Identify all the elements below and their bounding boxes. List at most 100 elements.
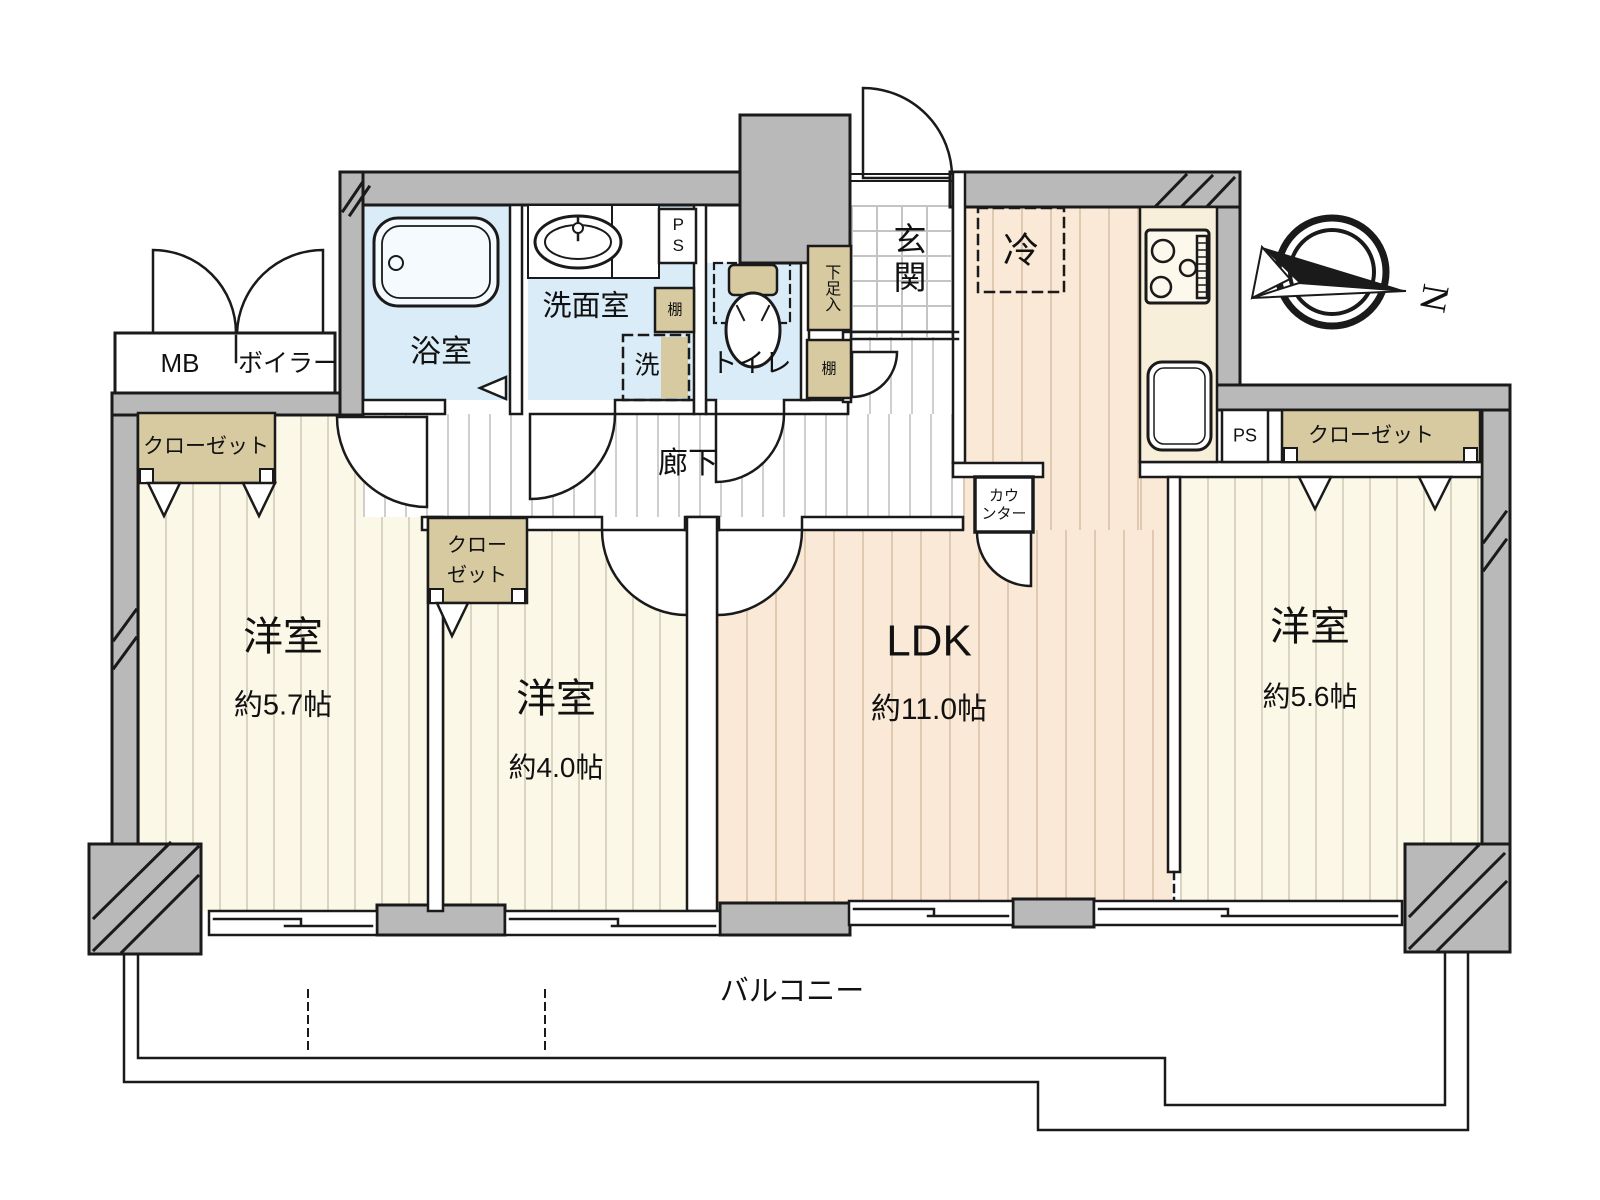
bathtub-inner — [381, 225, 491, 299]
ldk-floor-sliver — [1140, 477, 1168, 530]
window-east56 — [1092, 899, 1404, 927]
meter-box-door-right — [235, 248, 325, 335]
room-west57-area: 約5.7帖 — [233, 689, 333, 722]
room-west57-name: 洋室 — [243, 615, 323, 659]
fridge-label: 冷 — [1002, 229, 1040, 271]
wall-top-center-block — [738, 113, 852, 265]
wall-room40-ldk-divider — [685, 515, 719, 913]
kitchen-sink — [1146, 360, 1213, 452]
washroom-label: 洗面室 — [542, 290, 630, 323]
closet-jamb — [511, 588, 526, 604]
balcony-label: バルコニー — [719, 975, 865, 1008]
wall-ldk-east56-partition — [1166, 475, 1182, 874]
washer-tan-part — [661, 337, 688, 398]
stove-grill-lines — [1196, 242, 1208, 293]
kitchen-sink-inner — [1153, 367, 1206, 445]
closet-west57-label: クローゼット — [143, 434, 269, 458]
room-east56-floor — [1180, 477, 1482, 901]
closet-jamb — [259, 468, 274, 484]
washer-label: 洗 — [634, 351, 660, 380]
wall-bottom-chunk-3 — [1011, 897, 1096, 929]
closet-west40 — [426, 516, 529, 605]
wall-top-right-band — [948, 170, 1242, 209]
wall-toilet-bottom-left — [704, 398, 718, 416]
ps-east-label: PS — [1232, 425, 1258, 446]
room-east56-area: 約5.6帖 — [1262, 680, 1358, 712]
toilet-tank — [727, 263, 779, 297]
entrance-threshold — [849, 173, 954, 182]
toilet-label: トイレ — [710, 348, 792, 379]
wall-east-row-bottom — [1138, 460, 1484, 479]
closet-east56 — [1280, 408, 1482, 464]
ldk-area: 約11.0帖 — [870, 692, 988, 726]
room-east56-name: 洋室 — [1270, 605, 1350, 649]
bath-sliding-door-icon — [476, 375, 508, 401]
wall-entrance-ldk — [951, 170, 967, 465]
stove-burner-2 — [1149, 275, 1173, 299]
wall-top-left-band — [338, 170, 742, 207]
meter-box — [113, 331, 337, 395]
balcony-divider-dashed — [307, 989, 546, 1051]
washer-dashed-box — [621, 333, 691, 402]
wall-counter-stub — [951, 461, 1045, 479]
closet-jamb — [1463, 447, 1478, 463]
counter-box — [973, 475, 1035, 534]
compass-icon — [1250, 214, 1407, 330]
meter-box-door-left — [151, 248, 238, 335]
room-west40-door-swing — [600, 528, 689, 617]
boiler-label: ボイラー — [237, 349, 339, 378]
entrance-door-swing — [861, 86, 954, 180]
window-west57 — [207, 909, 379, 937]
wall-bath-washroom-divider — [508, 203, 524, 416]
window-sash-lines — [212, 907, 1399, 928]
shelf-washroom-label: 棚 — [667, 301, 683, 319]
wall-west-top-band — [110, 391, 365, 417]
washroom-door-swing — [528, 412, 617, 501]
wall-bottom-chunk-2 — [718, 901, 852, 937]
shelf-box-washroom — [653, 286, 696, 334]
corridor-label: 廊下 — [658, 446, 718, 480]
toilet-seat-lines — [735, 304, 771, 322]
room-west40-name: 洋室 — [516, 677, 596, 721]
wall-east-outer — [1480, 408, 1512, 846]
shoe-cabinet-label: 下足入 — [822, 264, 840, 312]
entrance-step-line — [849, 330, 960, 341]
wall-west-outer — [110, 391, 140, 846]
closet-jamb — [139, 468, 154, 484]
room-west40-area: 約4.0帖 — [508, 751, 604, 783]
entrance-tile-floor — [851, 205, 963, 337]
stove — [1144, 228, 1211, 305]
shelf-toilet-label: 棚 — [821, 360, 837, 378]
meter-box-label: MB — [160, 348, 200, 379]
wall-east-top-band — [1212, 383, 1512, 412]
stove-burner-1 — [1150, 238, 1176, 264]
wall-bath-bottom — [361, 398, 447, 416]
closet-jamb — [1283, 447, 1298, 463]
wall-kitchen-right — [1212, 205, 1242, 389]
wall-west-top-vertical — [338, 170, 365, 417]
entrance-label: 玄関 — [888, 222, 926, 298]
hanger-pipe-mark — [1296, 475, 1334, 512]
closet-west40-label-line2: ゼット — [447, 564, 507, 587]
bath-label: 浴室 — [410, 334, 472, 370]
wall-washroom-bottom — [613, 398, 696, 416]
window-west40 — [503, 909, 722, 937]
hanger-pipe-mark — [241, 481, 277, 519]
bathtub-drain — [388, 255, 404, 271]
toilet-door-swing — [714, 412, 786, 484]
window-ldk — [847, 899, 1015, 927]
balcony-inner-line — [136, 950, 1447, 1107]
room-west57-door-swing — [335, 415, 429, 509]
counter-label-line2: ンター — [981, 505, 1027, 523]
counter-door-swing — [975, 530, 1033, 588]
stove-grill — [1195, 234, 1209, 300]
hall-storage-door-swing — [850, 350, 899, 399]
ps-box-east — [1220, 408, 1270, 464]
shelf-box-toilet — [805, 338, 853, 400]
ldk-floor — [717, 530, 1172, 903]
hanger-pipe-mark — [435, 601, 470, 639]
hanger-pipe-mark — [146, 481, 182, 519]
ldk-name: LDK — [886, 616, 972, 666]
